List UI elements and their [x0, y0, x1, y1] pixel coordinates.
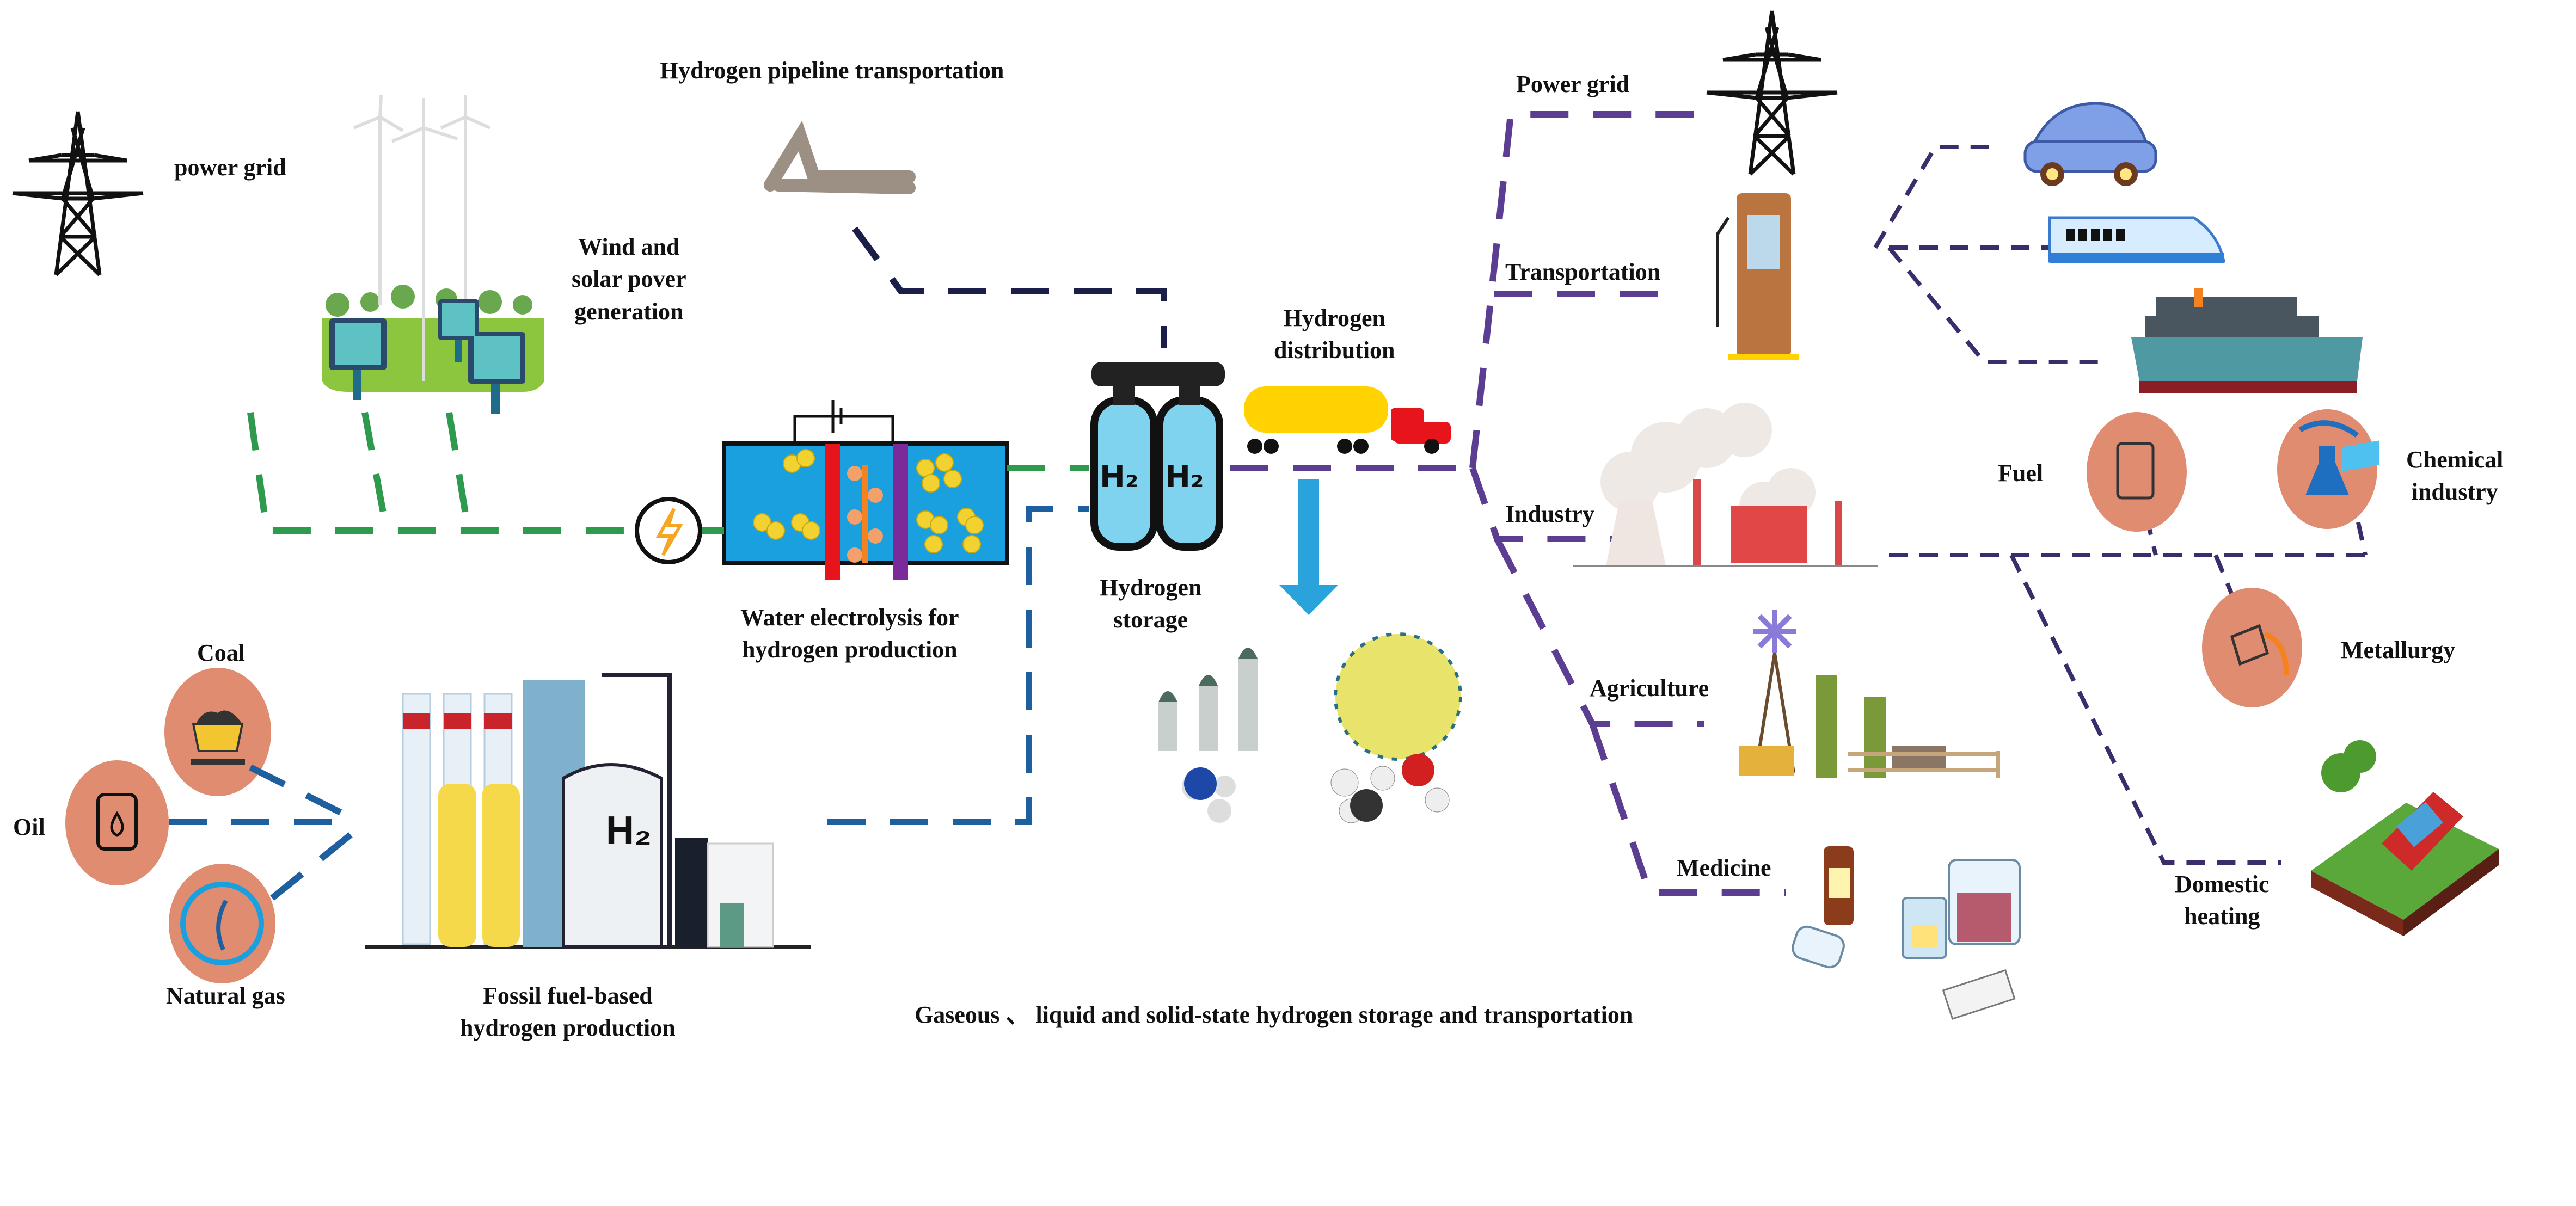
renewable-connection-lines: [247, 411, 1089, 534]
label-electrolysis: Water electrolysis for hydrogen producti…: [740, 604, 959, 663]
label-oil: Oil: [13, 814, 45, 840]
label-hydrogen-storage: Hydrogen storage: [1100, 574, 1202, 633]
power-grid-pylon-icon: [13, 112, 143, 275]
label-app-agriculture: Agriculture: [1590, 675, 1709, 702]
label-app-fuel: Fuel: [1998, 460, 2044, 487]
label-pipeline: Hydrogen pipeline transportation: [660, 57, 1004, 84]
label-app-medicine: Medicine: [1677, 854, 1771, 881]
wind-solar-farm-icon: [322, 95, 544, 414]
fossil-plant-h2-label: H₂: [606, 809, 652, 852]
ammonia-molecule-icon: [1182, 767, 1236, 823]
application-connection-lines: [1230, 111, 1786, 896]
label-fossil-production: Fossil fuel-based hydrogen production: [460, 982, 676, 1042]
methanol-molecule-icon: [1330, 754, 1450, 823]
storage-down-arrow-icon: [1279, 479, 1338, 615]
domestic-house-icon: [2311, 440, 2499, 936]
coal-badge-icon: [164, 668, 271, 796]
label-power-grid-source: power grid: [174, 154, 286, 181]
label-coal: Coal: [197, 639, 245, 666]
industry-factory-icon: [1573, 403, 1878, 567]
fossil-plant-icon: [365, 673, 811, 949]
oil-badge-icon: [65, 760, 169, 885]
label-hydrogen-distribution: Hydrogen distribution: [1274, 305, 1395, 364]
solid-state-storage-icon: [1334, 632, 1462, 761]
fuel-badge-icon: [2087, 412, 2187, 532]
metallurgy-badge-icon: [2202, 588, 2302, 707]
pipeline-icon: [764, 120, 916, 194]
lightning-converter-icon: [635, 497, 702, 564]
label-app-power-grid: Power grid: [1516, 71, 1630, 97]
label-storage-modes: Gaseous 、 liquid and solid-state hydroge…: [915, 1001, 1633, 1028]
label-app-metallurgy: Metallurgy: [2341, 637, 2456, 663]
agriculture-farm-icon: [1739, 610, 2000, 778]
chemical-badge-icon: [2277, 409, 2377, 529]
gas-cylinders-icon: [1158, 648, 1258, 751]
tanker-truck-icon: [1244, 386, 1451, 454]
label-natural-gas: Natural gas: [166, 982, 285, 1009]
label-app-chemical: Chemical industry: [2406, 446, 2504, 506]
label-app-industry: Industry: [1505, 501, 1594, 527]
fuel-pump-icon: [1716, 193, 1799, 360]
label-wind-solar: Wind and solar pover generation: [572, 233, 686, 325]
tank-h2-label-2: H₂: [1165, 459, 1204, 495]
hydrogen-tanks-icon: [1090, 362, 1225, 551]
car-icon: [2023, 102, 2157, 186]
train-icon: [2048, 216, 2226, 263]
natural-gas-badge-icon: [169, 864, 275, 983]
tank-h2-label-1: H₂: [1100, 459, 1138, 495]
medicine-bottles-icon: [1792, 846, 2021, 1020]
electrolysis-cell-icon: [722, 400, 1009, 580]
fossil-connection-lines: [169, 506, 1089, 901]
label-app-transportation: Transportation: [1505, 259, 1661, 285]
pipeline-connection-line: [852, 226, 1167, 348]
ship-icon: [2131, 288, 2363, 393]
label-app-domestic: Domestic heating: [2175, 871, 2270, 930]
app-power-grid-pylon-icon: [1707, 11, 1837, 174]
